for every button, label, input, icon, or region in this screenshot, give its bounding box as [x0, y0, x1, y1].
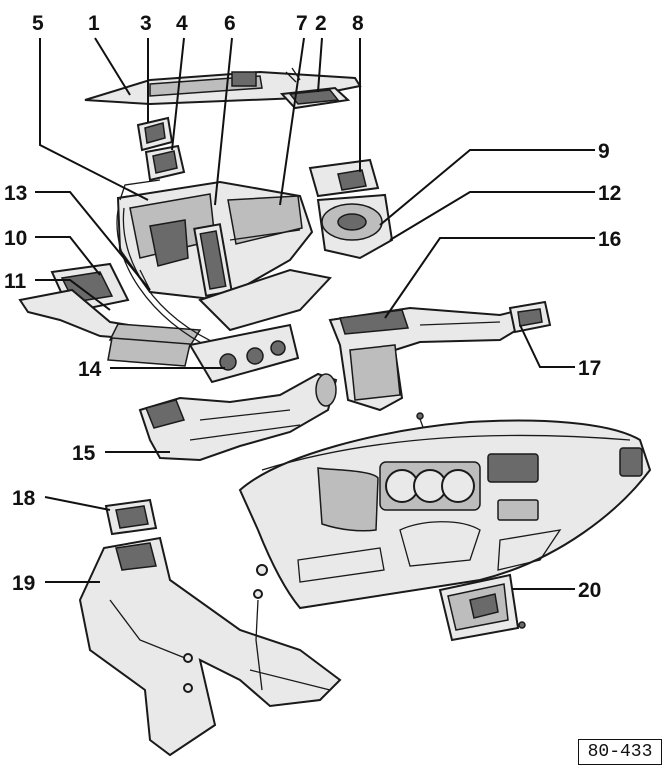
part-18-bezel [104, 498, 158, 536]
callout-2: 2 [315, 12, 327, 35]
callout-16: 16 [598, 228, 621, 251]
part-15-duct-hose [138, 372, 338, 462]
callout-1: 1 [88, 12, 100, 35]
callout-13: 13 [4, 182, 27, 205]
callout-5: 5 [32, 12, 44, 35]
part-3-outlet [136, 116, 174, 152]
callout-8: 8 [352, 12, 364, 35]
callout-19: 19 [12, 572, 35, 595]
part-13-cables [116, 207, 223, 351]
callout-6: 6 [224, 12, 236, 35]
callout-17: 17 [578, 357, 601, 380]
callout-labels: 1 2 3 4 5 6 7 8 9 10 11 12 13 14 15 16 1… [4, 12, 621, 602]
part-19-floor-duct [78, 536, 342, 757]
heater-box-assembly [116, 179, 332, 332]
part-8-blower-housing [308, 158, 394, 260]
dashboard-panel [238, 419, 652, 610]
callout-11: 11 [4, 270, 27, 293]
callout-3: 3 [140, 12, 152, 35]
callout-14: 14 [78, 358, 102, 381]
callout-4: 4 [176, 12, 188, 35]
callout-12: 12 [598, 182, 621, 205]
callout-7: 7 [296, 12, 308, 35]
callout-9: 9 [598, 140, 610, 163]
part-16-vent-duct [328, 306, 532, 412]
callout-18: 18 [12, 487, 36, 510]
part-20-switch-module [438, 573, 526, 642]
callout-20: 20 [578, 579, 601, 602]
callout-15: 15 [72, 442, 96, 465]
part-4-outlet [144, 144, 186, 182]
leader-lines [35, 37, 595, 590]
callout-10: 10 [4, 227, 27, 250]
part-17-vent-nozzle [508, 300, 552, 334]
reference-code: 80-433 [578, 739, 662, 765]
